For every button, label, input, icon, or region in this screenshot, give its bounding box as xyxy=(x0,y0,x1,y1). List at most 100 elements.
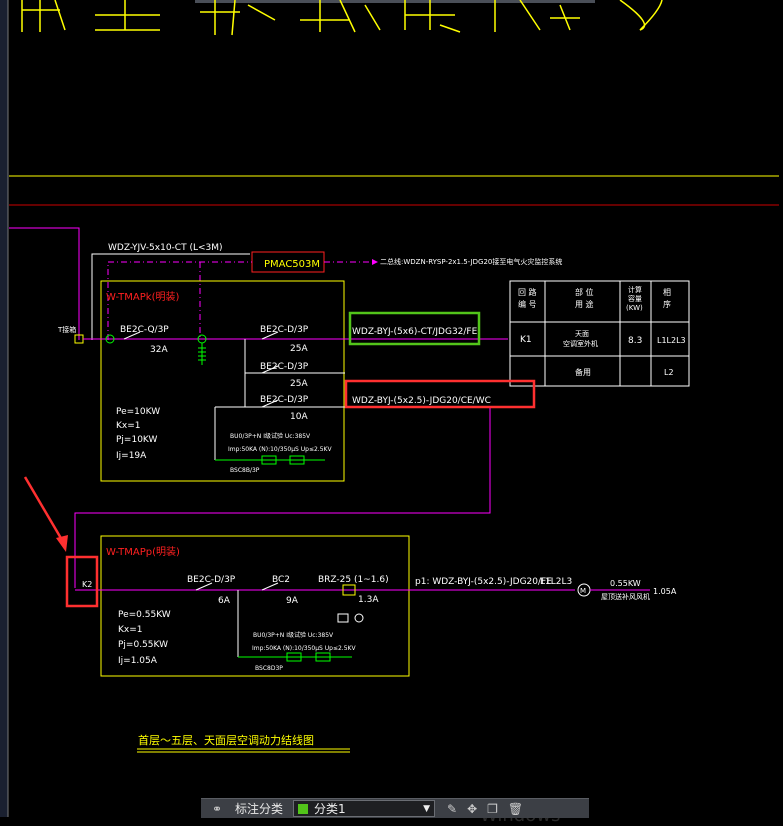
table-row-1-usage-l2: 空调室外机 xyxy=(563,339,598,348)
ct-symbol-1 xyxy=(105,334,115,344)
move-icon[interactable]: ✥ xyxy=(467,801,478,816)
relay-aux-contact xyxy=(337,613,349,623)
pmac-device-label: PMAC503M xyxy=(264,259,320,270)
contactor-symbol xyxy=(261,582,279,591)
spd-symbol-2 xyxy=(289,455,305,465)
panel-1-param-pe: Pe=10KW xyxy=(116,407,160,417)
branch-3-breaker-symbol xyxy=(261,399,279,408)
top-feeder-cable-label: WDZ-YJV-5x10-CT (L<3M) xyxy=(108,243,223,253)
panel-2-breaker-symbol xyxy=(195,582,213,591)
indicator-lamp-icon xyxy=(354,613,364,623)
branch-1-breaker: BE2C-D/3P xyxy=(260,325,309,335)
load-table: 回 路编 号 部 位用 途 计算容量(KW) 相序 K1 天面空调室外机 8.3… xyxy=(509,280,690,387)
branch-3-breaker: BE2C-D/3P xyxy=(260,395,309,405)
panel-1[interactable]: W-TMAPk(明装) T接箱 BE2C-Q/3P 32A BE2C-D/3P … xyxy=(57,280,508,588)
panel-1-param-ij: Ij=19A xyxy=(116,451,147,461)
top-scrollbar[interactable] xyxy=(195,0,595,3)
panel-2-spd-symbol-2 xyxy=(315,652,331,662)
table-header-circuit-l1: 回 路 xyxy=(518,287,537,297)
thermal-relay-symbol xyxy=(342,584,356,596)
delete-icon[interactable]: 🗑 xyxy=(507,801,524,816)
branch-1-rating: 25A xyxy=(290,344,308,354)
motor-icon-glyph: M xyxy=(580,587,586,595)
incoming-magenta-line xyxy=(9,227,80,340)
panel-2[interactable]: W-TMAPp(明装) K2 BE2C-D/3P 6A BC2 9A BRZ-2… xyxy=(75,535,677,677)
table-row-1-circuit: K1 xyxy=(520,335,532,345)
category-select[interactable]: 分类1 ▼ xyxy=(293,800,436,817)
table-header-usage-l2: 用 途 xyxy=(575,299,594,309)
panel-1-spd-breaker: BSC8B/3P xyxy=(230,467,260,474)
branch-2-breaker-symbol xyxy=(261,365,279,374)
panel-2-main-rating: 6A xyxy=(218,596,231,606)
panel-2-spd-breaker: BSC8D3P xyxy=(255,665,283,672)
table-header-circuit: 回 路编 号 xyxy=(518,287,537,309)
panel-2-motor-current: 1.05A xyxy=(653,587,677,596)
pen-icon[interactable]: ✎ xyxy=(447,801,458,816)
table-header-phase-l2: 序 xyxy=(663,299,671,309)
table-row-1-usage-l1: 天面 xyxy=(575,330,589,338)
panel-2-contactor-rating: 9A xyxy=(286,596,299,606)
category-color-swatch xyxy=(298,803,309,814)
copy-icon[interactable]: ❐ xyxy=(487,801,498,816)
panel-2-main-breaker: BE2C-D/3P xyxy=(187,575,236,585)
branch-2-rating: 25A xyxy=(290,379,308,389)
table-row-1-phase: L1L2L3 xyxy=(657,336,686,345)
category-select-value: 分类1 xyxy=(314,802,346,816)
branch-3-cable: WDZ-BYJ-(5x2.5)-JDG20/CE/WC xyxy=(352,396,491,406)
chevron-down-icon[interactable]: ▼ xyxy=(423,803,431,814)
panel-2-contactor: BC2 xyxy=(272,575,290,585)
table-header-capacity-l1: 计算 xyxy=(628,285,642,294)
red-arrow-icon xyxy=(23,476,68,552)
table-row-1-usage: 天面空调室外机 xyxy=(563,330,598,348)
table-header-capacity: 计算容量(KW) xyxy=(626,285,643,312)
panel-1-spd-line2: Imp:50KA (N):10/350μS Up≤2.5KV xyxy=(228,446,332,453)
panel-2-incoming-label: K2 xyxy=(82,580,92,589)
panel-1-main-rating: 32A xyxy=(150,345,168,355)
annotation-toolbar: ⚭ 标注分类 分类1 ▼ ✎ ✥ ❐ 🗑 xyxy=(201,798,589,818)
green-highlight-box xyxy=(348,311,481,346)
table-header-circuit-l2: 编 号 xyxy=(518,299,537,309)
table-row-2-usage: 备用 xyxy=(575,367,591,377)
table-header-phase-l1: 相 xyxy=(663,287,671,297)
panel-1-spd-line1: BU0/3P+N Ⅰ级试验 Uc:385V xyxy=(230,432,311,440)
panel-2-phase: L1L2L3 xyxy=(540,577,572,587)
branch-2-breaker: BE2C-D/3P xyxy=(260,362,309,372)
signal-arrow xyxy=(372,259,378,265)
panel-1-param-pj: Pj=10KW xyxy=(116,435,158,445)
main-breaker-symbol xyxy=(123,331,141,340)
panel-2-param-pj: Pj=0.55KW xyxy=(118,640,168,650)
feeder-to-panel-2 xyxy=(74,407,491,588)
spd-symbol-1 xyxy=(261,455,277,465)
ct-coil-icon xyxy=(198,343,206,365)
panel-1-frame xyxy=(100,280,345,482)
panel-2-title: W-TMAPp(明装) xyxy=(106,545,180,558)
panel-2-motor-use: 屋顶送补风风机 xyxy=(601,592,650,601)
diagram-caption: 首层～五层、天面层空调动力结线图 xyxy=(138,733,314,747)
toolbar-tools: ✎ ✥ ❐ 🗑 xyxy=(447,802,523,816)
red-highlight-box-k2 xyxy=(65,555,99,608)
panel-2-motor-power: 0.55KW xyxy=(610,579,641,588)
panel-1-title: W-TMAPk(明装) xyxy=(106,290,179,303)
top-feeder-wire xyxy=(91,253,250,340)
table-header-phase: 相序 xyxy=(663,287,671,309)
top-feeder: WDZ-YJV-5x10-CT (L<3M) PMAC503M 二总线:WDZN… xyxy=(91,243,562,340)
panel-2-relay: BRZ-25 (1~1.6) xyxy=(318,575,389,585)
panel-1-incoming-label: T接箱 xyxy=(57,325,76,334)
table-row-2-phase: L2 xyxy=(664,368,674,377)
red-highlight-box-cable xyxy=(344,379,536,409)
signal-line-label: 二总线:WDZN-RYSP-2x1.5-JDG20接至电气火灾监控系统 xyxy=(380,257,562,266)
top-title-fragment xyxy=(21,0,663,36)
signal-dashed-line xyxy=(107,261,252,340)
branch-1-breaker-symbol xyxy=(261,331,279,340)
table-row-1-capacity: 8.3 xyxy=(628,336,642,346)
panel-2-spd-line1: BU0/3P+N Ⅰ级试验 Uc:385V xyxy=(253,631,334,639)
panel-2-feeder: p1: WDZ-BYJ-(5x2.5)-JDG20/FE xyxy=(415,577,552,587)
panel-2-param-kx: Kx=1 xyxy=(118,625,143,635)
branch-3-rating: 10A xyxy=(290,412,308,422)
branch-1-cable: WDZ-BYJ-(5x6)-CT/JDG32/FE xyxy=(352,327,478,337)
panel-2-param-pe: Pe=0.55KW xyxy=(118,610,171,620)
panel-1-param-kx: Kx=1 xyxy=(116,421,141,431)
panel-1-main-breaker: BE2C-Q/3P xyxy=(120,325,169,335)
link-icon[interactable]: ⚭ xyxy=(211,801,223,816)
